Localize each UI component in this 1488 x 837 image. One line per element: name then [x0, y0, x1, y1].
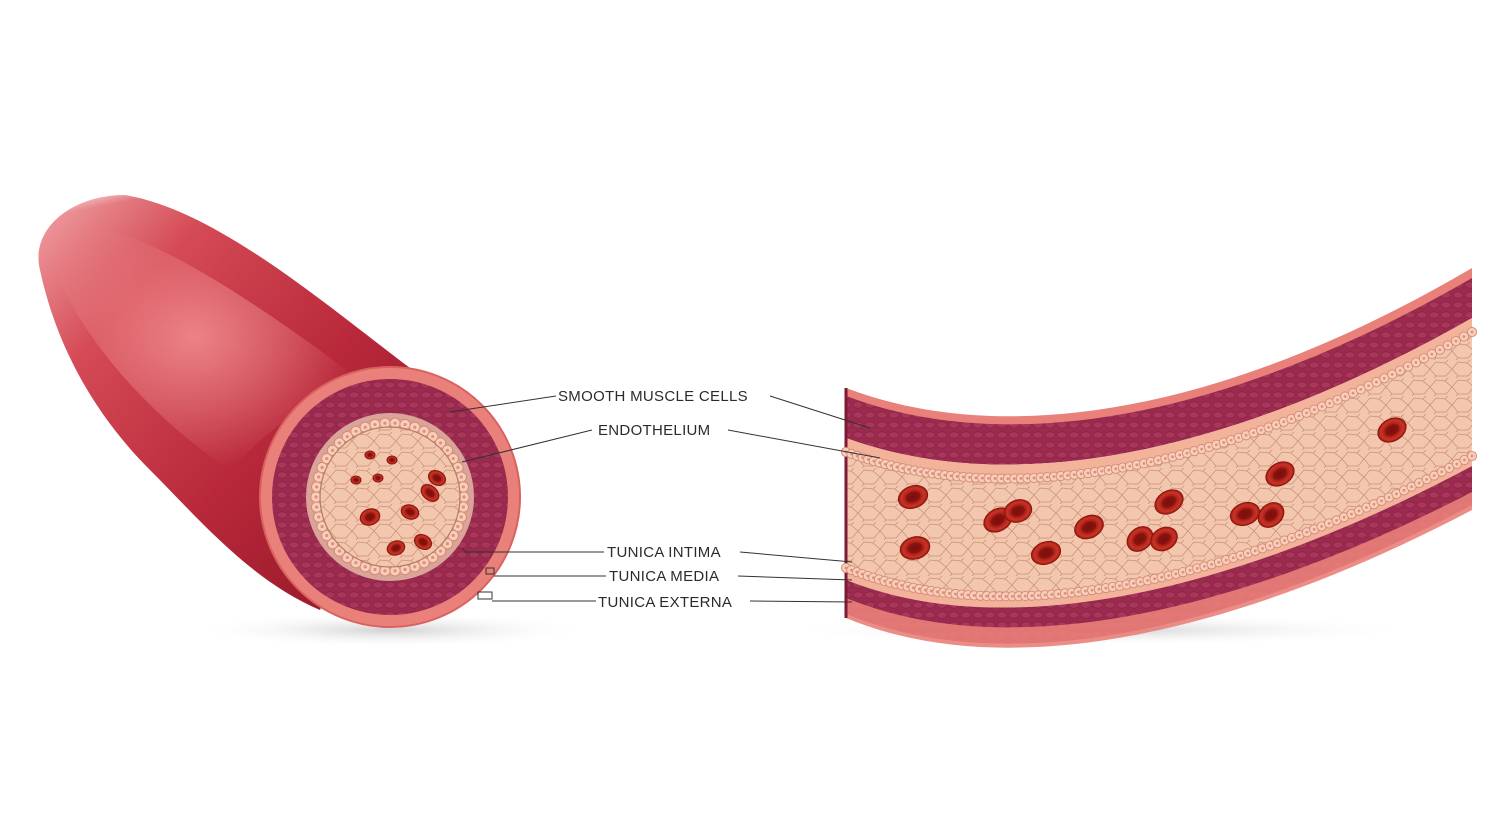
cross-section [259, 366, 521, 628]
label-tunica-intima: TUNICA INTIMA [607, 544, 721, 561]
longitudinal-section [840, 268, 1478, 648]
endothelium-ring [310, 417, 470, 577]
leader-lines [449, 395, 881, 603]
label-endothelium: ENDOTHELIUM [598, 422, 710, 439]
endothelium-bottom [840, 450, 1478, 602]
cross-section-shadow [190, 612, 590, 648]
label-tunica-media: TUNICA MEDIA [609, 568, 719, 585]
label-smooth-muscle-cells: SMOOTH MUSCLE CELLS [558, 388, 748, 405]
cross-red-blood-cells [350, 450, 447, 556]
red-blood-cells [897, 417, 1407, 566]
endothelium-top [840, 326, 1478, 484]
label-tunica-externa: TUNICA EXTERNA [598, 594, 732, 611]
